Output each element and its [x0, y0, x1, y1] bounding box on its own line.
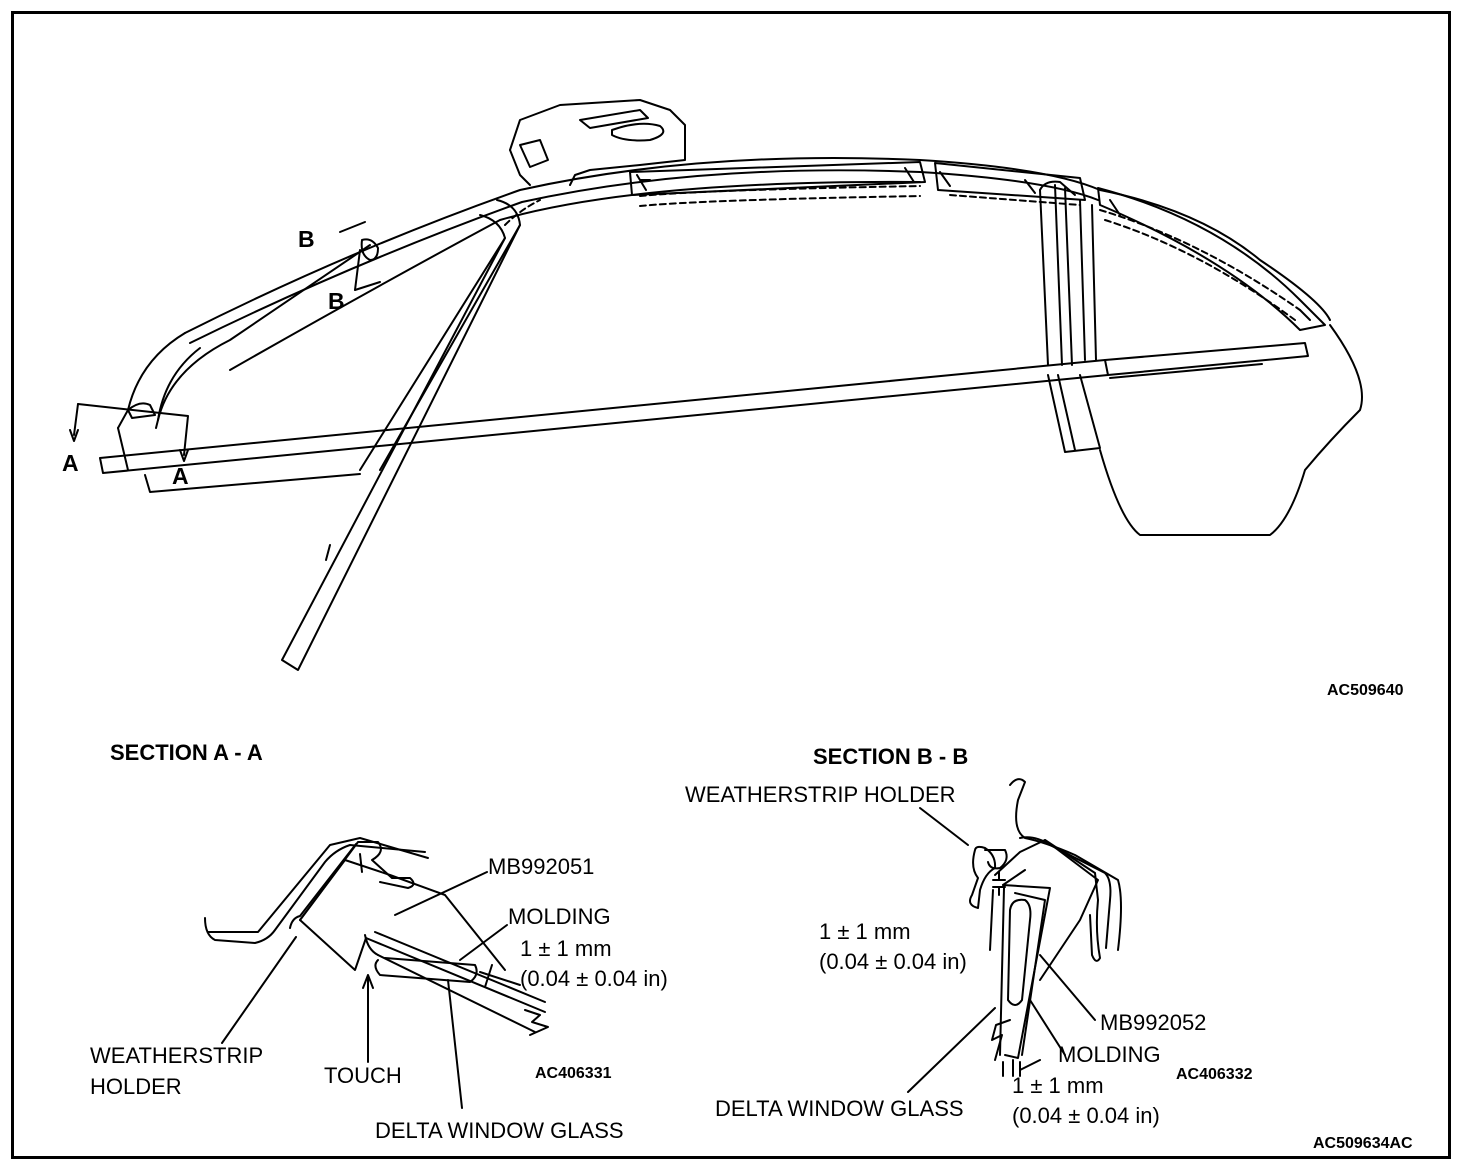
section-b-clearance1-mm: 1 ± 1 mm — [819, 919, 911, 944]
section-a-molding-label: MOLDING — [508, 904, 611, 929]
figure-code-section-a: AC406331 — [535, 1065, 612, 1082]
section-a-clearance-in: (0.04 ± 0.04 in) — [520, 966, 668, 991]
section-b-holder-label: WEATHERSTRIP HOLDER — [685, 782, 956, 807]
figure-frame — [11, 11, 1451, 1159]
section-marker-a-right: A — [172, 463, 189, 489]
section-a-clearance-mm: 1 ± 1 mm — [520, 936, 612, 961]
section-marker-b-bottom: B — [328, 288, 345, 314]
section-b-drawing — [907, 778, 1122, 1093]
section-b-clearance2-in: (0.04 ± 0.04 in) — [1012, 1103, 1160, 1128]
section-a-holder-line2: HOLDER — [90, 1074, 182, 1099]
section-b-tool-label: MB992052 — [1100, 1010, 1207, 1035]
section-b-clearance1-in: (0.04 ± 0.04 in) — [819, 949, 967, 974]
section-marker-b-top: B — [298, 226, 315, 252]
door-frame-drawing — [69, 99, 1363, 671]
section-a-holder-line1: WEATHERSTRIP — [90, 1043, 264, 1068]
figure-code-overall: AC509634AC — [1313, 1135, 1413, 1152]
section-b-molding-label: MOLDING — [1058, 1042, 1161, 1067]
section-a-touch-label: TOUCH — [324, 1063, 402, 1088]
section-a-glass-label: DELTA WINDOW GLASS — [375, 1118, 624, 1143]
section-b-glass-label: DELTA WINDOW GLASS — [715, 1096, 964, 1121]
figure-code-section-b: AC406332 — [1176, 1066, 1253, 1083]
section-b-clearance2-mm: 1 ± 1 mm — [1012, 1073, 1104, 1098]
section-a-drawing — [204, 837, 549, 1109]
section-b-title: SECTION B - B — [813, 744, 969, 769]
section-a-title: SECTION A - A — [110, 740, 263, 765]
figure-code-main: AC509640 — [1327, 682, 1404, 699]
section-a-tool-label: MB992051 — [488, 854, 595, 879]
section-marker-a-left: A — [62, 450, 79, 476]
